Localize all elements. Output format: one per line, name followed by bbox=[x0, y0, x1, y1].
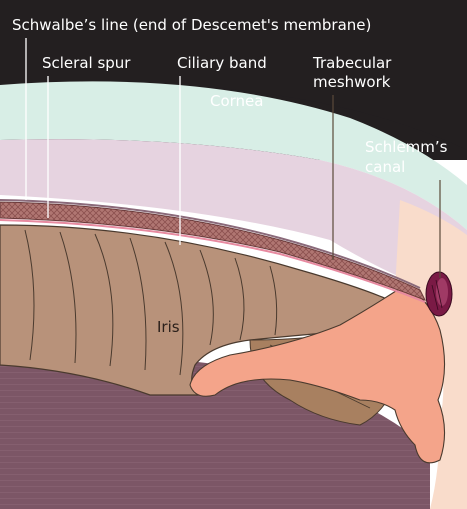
label-ciliary-band: Ciliary band bbox=[177, 54, 267, 72]
label-scleral-spur: Scleral spur bbox=[42, 54, 131, 72]
label-canal: canal bbox=[365, 158, 405, 176]
label-iris: Iris bbox=[157, 318, 180, 336]
label-schwalbes-line: Schwalbe’s line (end of Descemet's membr… bbox=[12, 16, 371, 34]
schlemms-canal-lumen bbox=[436, 278, 448, 306]
label-meshwork: meshwork bbox=[313, 73, 391, 91]
label-schlemms: Schlemm’s bbox=[365, 138, 448, 156]
label-trabecular: Trabecular bbox=[312, 54, 392, 72]
label-cornea: Cornea bbox=[210, 92, 263, 110]
